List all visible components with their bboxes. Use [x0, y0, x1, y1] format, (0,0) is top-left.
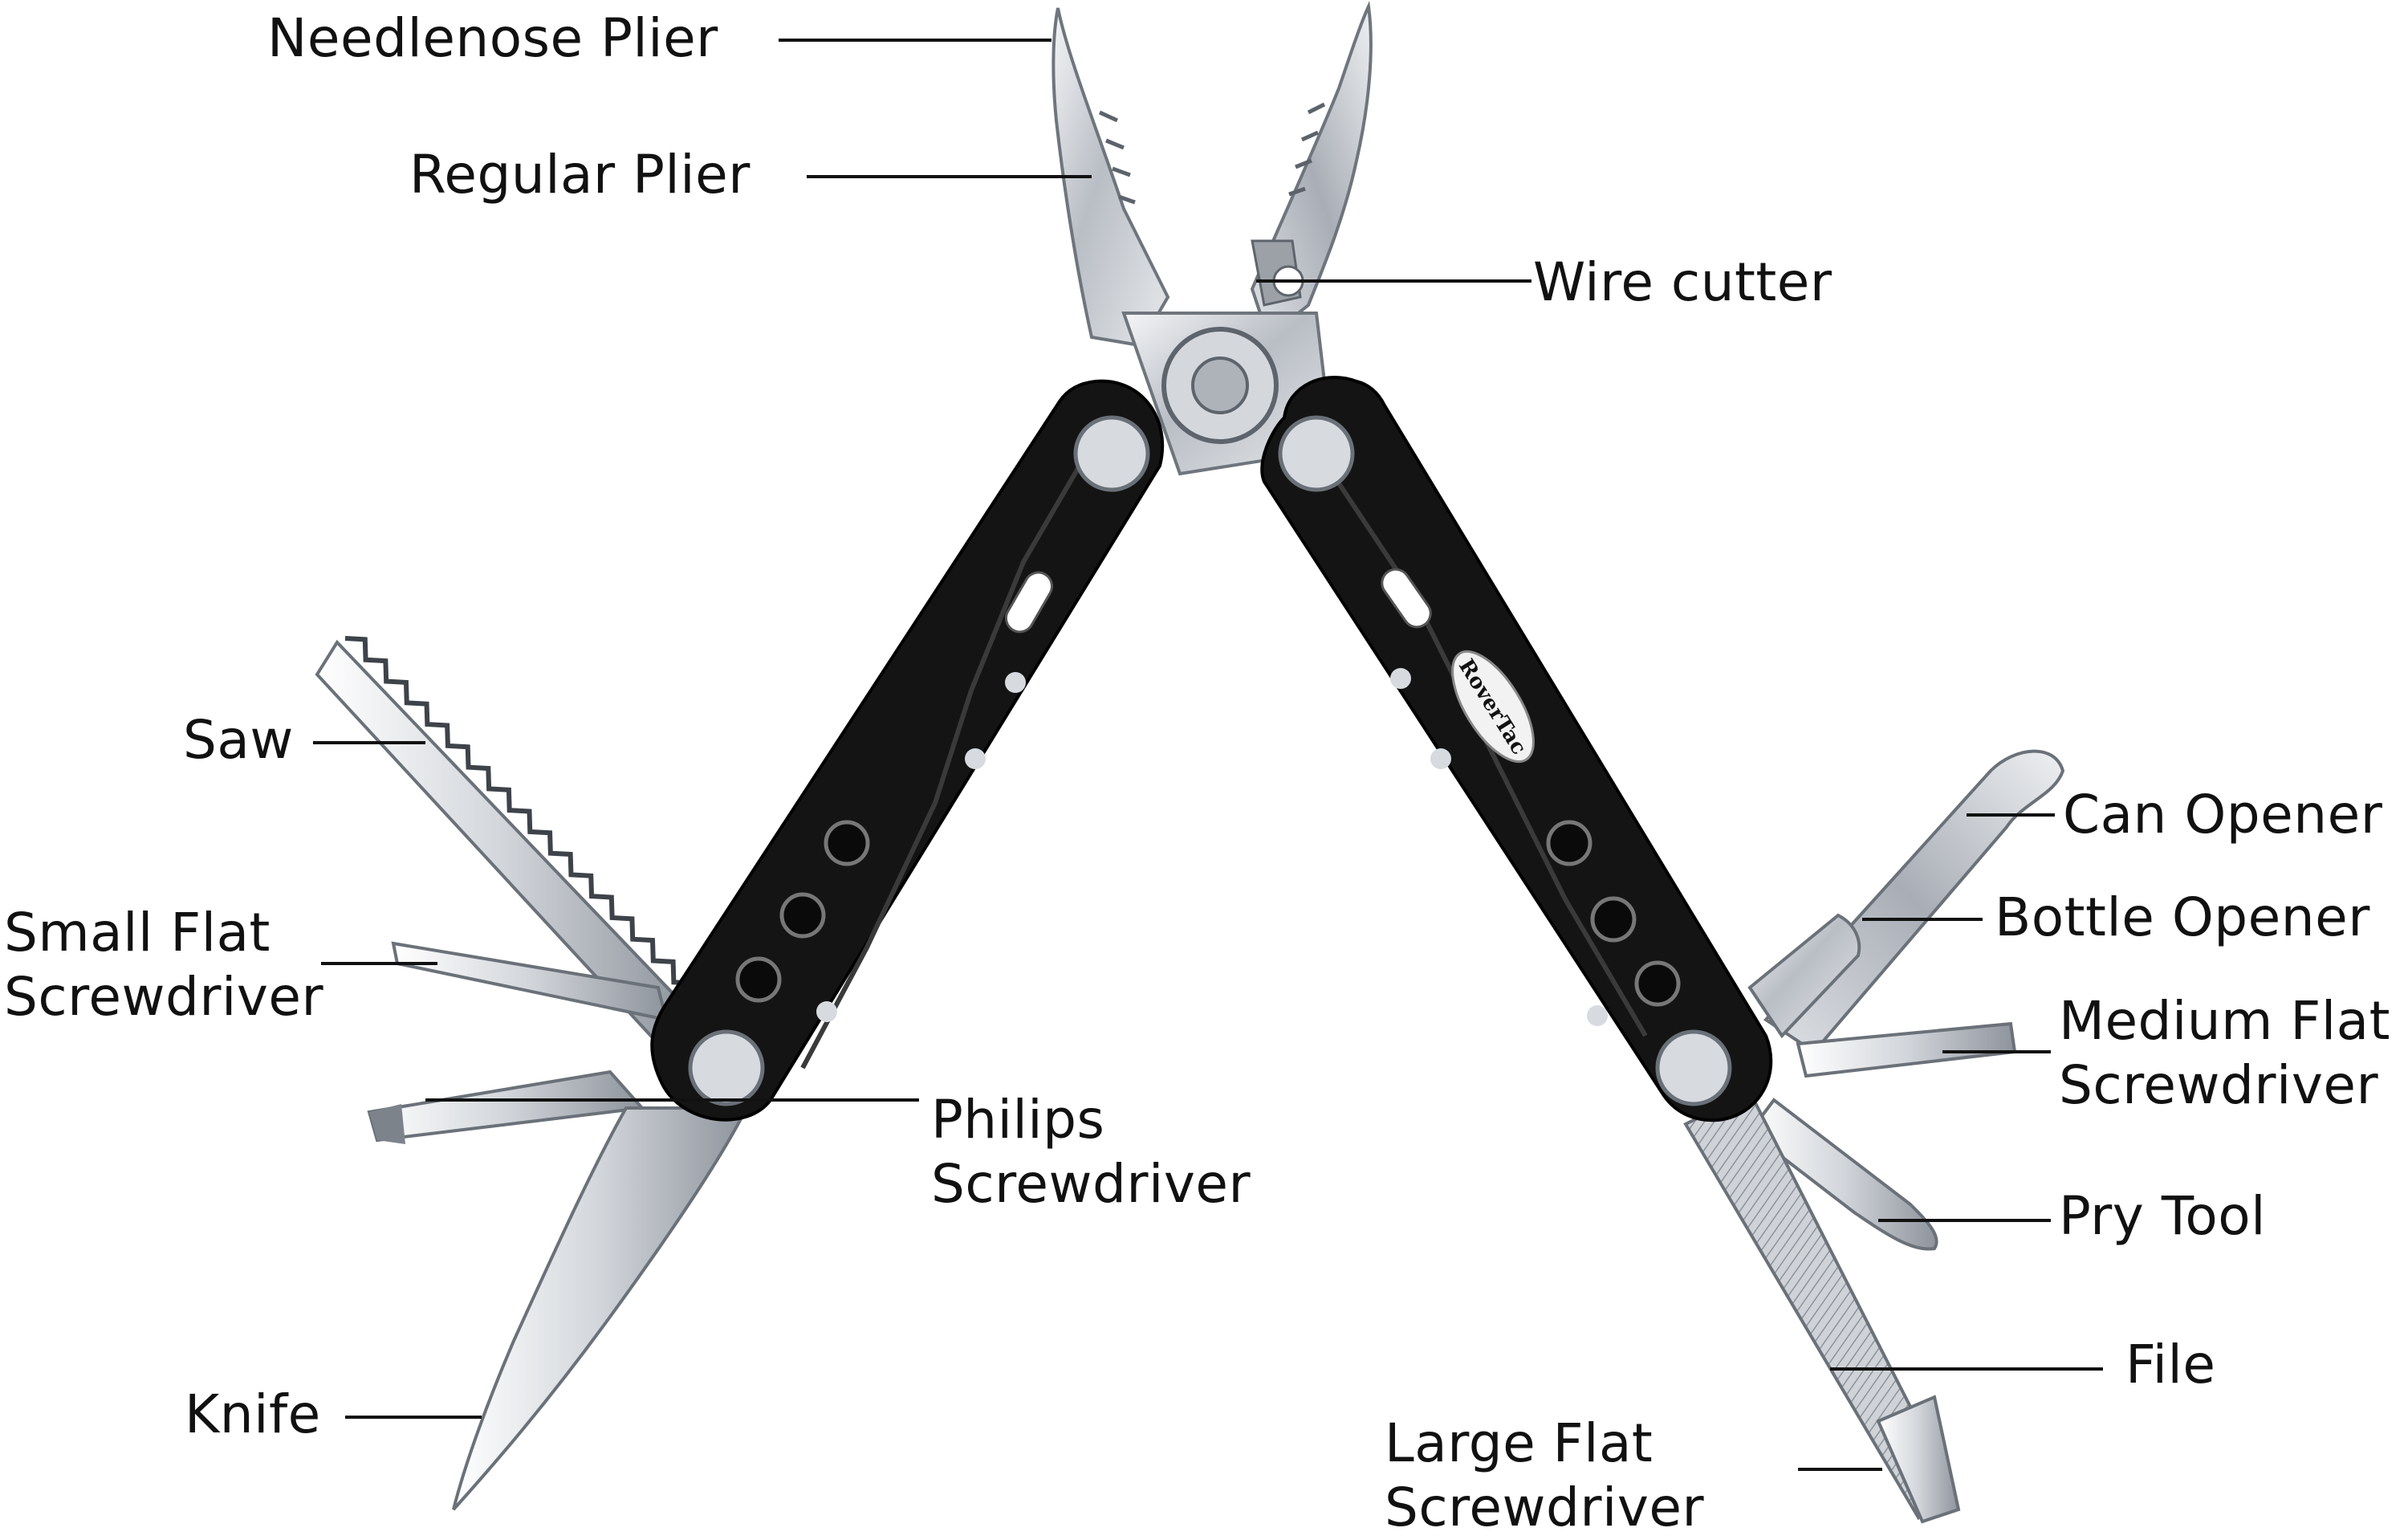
label-saw: Saw [183, 709, 294, 771]
left-handle [650, 379, 1165, 1122]
philips-screwdriver [367, 1069, 646, 1144]
label-bottle-opener: Bottle Opener [1995, 886, 2370, 948]
label-can-opener: Can Opener [2063, 784, 2383, 845]
label-file: File [2125, 1334, 2216, 1395]
label-wire-cutter: Wire cutter [1533, 251, 1832, 313]
leader-lines [313, 39, 2103, 1471]
bottle-opener [1747, 913, 1861, 1039]
label-knife: Knife [185, 1383, 321, 1445]
label-regular-plier: Regular Plier [409, 144, 750, 206]
knife-blade [452, 1106, 750, 1511]
label-pry-tool: Pry Tool [2059, 1185, 2267, 1247]
pry-tool [1747, 1098, 1938, 1251]
label-needlenose-plier: Needlenose Plier [267, 7, 718, 69]
right-handle: RoverTac [1260, 376, 1773, 1122]
